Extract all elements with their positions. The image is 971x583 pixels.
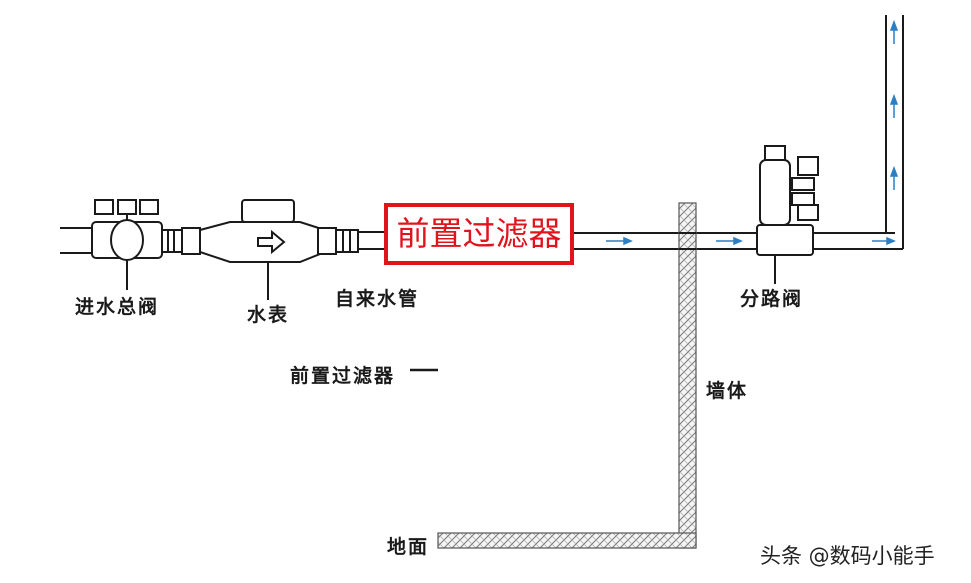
supply-pipe — [60, 227, 92, 254]
branch-valve-label: 分路阀 — [740, 288, 804, 310]
flow-arrow-icon — [606, 236, 633, 246]
pre-filter-label: 前置过滤器 — [290, 365, 396, 387]
pre-filter-highlight-box: 前置过滤器 — [384, 203, 574, 265]
ground-label: 地面 — [387, 536, 430, 558]
tap-water-pipe-label: 自来水管 — [335, 288, 420, 310]
coupling-left — [161, 227, 201, 255]
branch-valve — [756, 145, 819, 284]
coupling-right — [317, 227, 384, 255]
flow-arrows — [606, 19, 899, 246]
main-pipe — [574, 15, 904, 250]
main-valve — [91, 199, 163, 290]
meter-arrow-icon — [257, 229, 286, 255]
wall — [678, 202, 697, 549]
flow-arrow-icon — [889, 19, 899, 44]
flow-arrow-icon — [889, 165, 899, 190]
watermark: 头条 @数码小能手 — [760, 544, 935, 568]
flow-arrow-icon — [872, 236, 896, 246]
main-valve-label: 进水总阀 — [75, 296, 160, 318]
ground — [437, 532, 697, 549]
wall-label: 墙体 — [706, 380, 749, 402]
water-meter-label: 水表 — [247, 304, 290, 326]
flow-arrow-icon — [716, 236, 743, 246]
flow-arrow-icon — [889, 93, 899, 118]
water-meter — [199, 199, 326, 300]
